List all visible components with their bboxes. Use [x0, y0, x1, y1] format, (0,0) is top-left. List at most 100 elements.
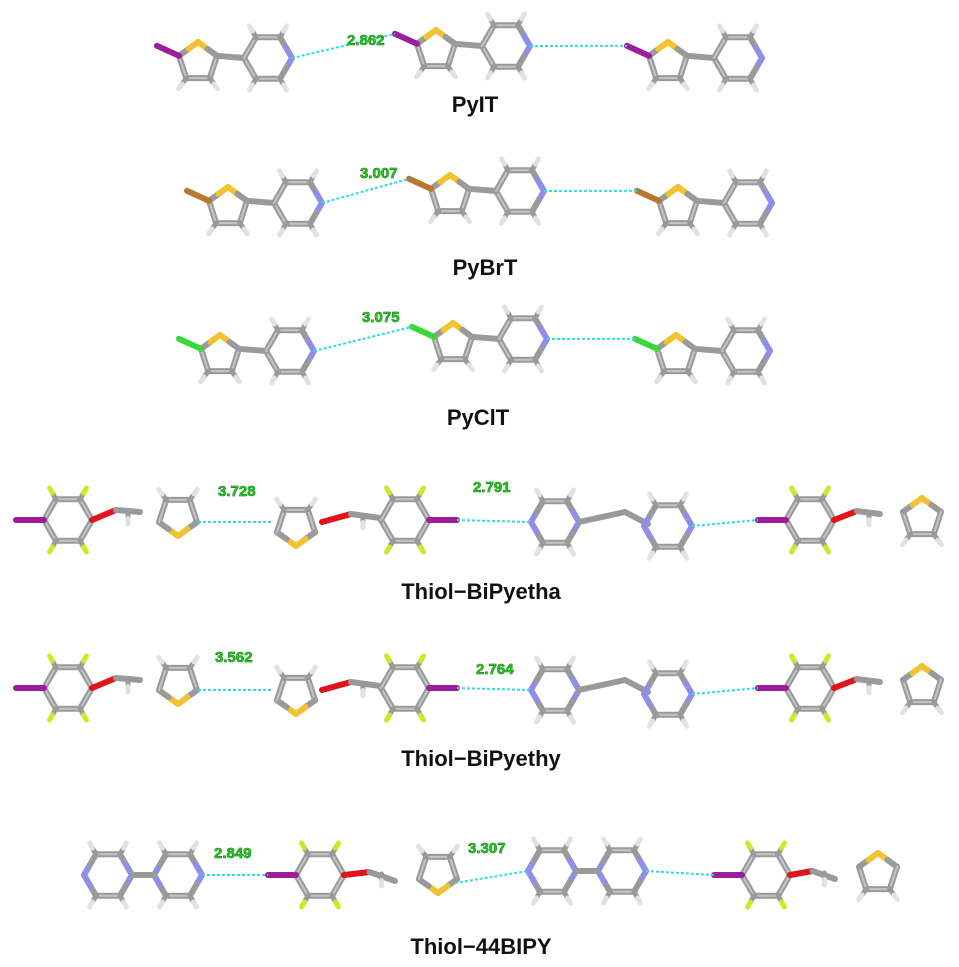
bond — [293, 536, 309, 549]
bond — [175, 694, 191, 707]
bond-highlight — [688, 199, 699, 225]
bond — [689, 374, 698, 385]
bond-highlight — [647, 54, 658, 80]
bond — [761, 337, 773, 354]
bond — [751, 82, 759, 93]
bond-highlight — [230, 347, 241, 373]
halogen-contact — [691, 687, 759, 695]
bond — [909, 495, 925, 508]
bond — [207, 332, 223, 345]
bond — [449, 69, 458, 80]
bond — [81, 712, 89, 723]
bond — [198, 374, 207, 385]
bond — [683, 680, 695, 697]
distance-label-pyit: 2.862 — [347, 32, 385, 49]
bond-highlight — [416, 687, 430, 710]
bond-highlight — [79, 666, 93, 689]
bond-highlight — [177, 54, 188, 80]
bond — [319, 679, 354, 693]
bond-highlight — [43, 666, 57, 689]
halogen-contact-layer — [198, 32, 759, 884]
bond-highlight — [495, 169, 509, 192]
bond — [185, 39, 201, 52]
bond — [823, 544, 831, 555]
bond-highlight — [448, 855, 459, 881]
bond-highlight — [721, 329, 735, 352]
distance-label-biPyetha-2: 2.791 — [473, 479, 511, 496]
bond — [568, 655, 576, 666]
bond — [451, 843, 460, 854]
bond-highlight — [331, 853, 345, 876]
bond — [663, 332, 679, 345]
bond — [47, 712, 55, 723]
halogen-contact — [313, 325, 413, 352]
bond-highlight — [655, 347, 666, 373]
bond — [900, 537, 909, 548]
bond — [81, 653, 89, 664]
bond — [418, 653, 426, 664]
bond — [536, 304, 544, 315]
bond — [681, 491, 689, 502]
halogen-contact — [291, 32, 396, 59]
bond — [531, 836, 539, 847]
bond — [717, 23, 725, 34]
bond — [717, 82, 725, 93]
bond — [466, 185, 499, 194]
bond — [568, 546, 576, 557]
bond — [623, 42, 652, 59]
bond — [789, 653, 797, 664]
bond — [157, 840, 165, 851]
bond-highlight — [657, 199, 668, 225]
bond-highlight — [265, 329, 279, 352]
bond — [89, 507, 119, 523]
bond — [416, 843, 425, 854]
bond — [763, 189, 775, 206]
bond — [900, 705, 909, 716]
bond — [534, 487, 542, 498]
bond-highlight — [713, 57, 727, 80]
bond — [81, 544, 89, 555]
bond — [247, 23, 255, 34]
bond-highlight — [265, 350, 279, 373]
bond — [725, 316, 733, 327]
bond — [654, 374, 663, 385]
structure-label-thiol-bipyethy: Thiol−BiPyethy — [401, 746, 561, 771]
bond — [637, 857, 649, 874]
bond — [823, 712, 831, 723]
bond — [384, 712, 392, 723]
bond — [823, 653, 831, 664]
distance-label-pyclt: 3.075 — [362, 309, 400, 326]
bond-highlight — [188, 666, 199, 692]
bond-highlight — [157, 666, 168, 692]
bond — [745, 840, 753, 851]
bond — [565, 836, 573, 847]
bond — [233, 374, 242, 385]
bond — [281, 23, 289, 34]
bond-highlight — [208, 54, 219, 80]
distance-label-biPyetha-1: 3.728 — [218, 483, 256, 500]
bond — [891, 892, 900, 903]
bond — [156, 486, 165, 497]
bond — [463, 214, 472, 225]
structure-label-thiol-bipyetha: Thiol−BiPyetha — [401, 579, 561, 604]
bond — [601, 836, 609, 847]
bond-highlight — [273, 202, 287, 225]
bond-highlight — [785, 519, 799, 542]
bond — [303, 316, 311, 327]
bond — [384, 653, 392, 664]
bond — [384, 544, 392, 555]
bond — [241, 226, 250, 237]
halogen-contact — [456, 687, 532, 691]
bond-highlight — [380, 519, 394, 542]
bond — [333, 840, 341, 851]
bond — [247, 82, 255, 93]
bond-highlight — [741, 853, 755, 876]
bond-highlight — [243, 57, 257, 80]
bond — [779, 840, 787, 851]
bond — [534, 655, 542, 666]
bond-highlight — [446, 42, 457, 68]
distance-label-biPyethy-2: 2.764 — [476, 661, 514, 678]
bond — [761, 227, 769, 238]
bond — [215, 184, 231, 197]
bond — [725, 375, 733, 386]
